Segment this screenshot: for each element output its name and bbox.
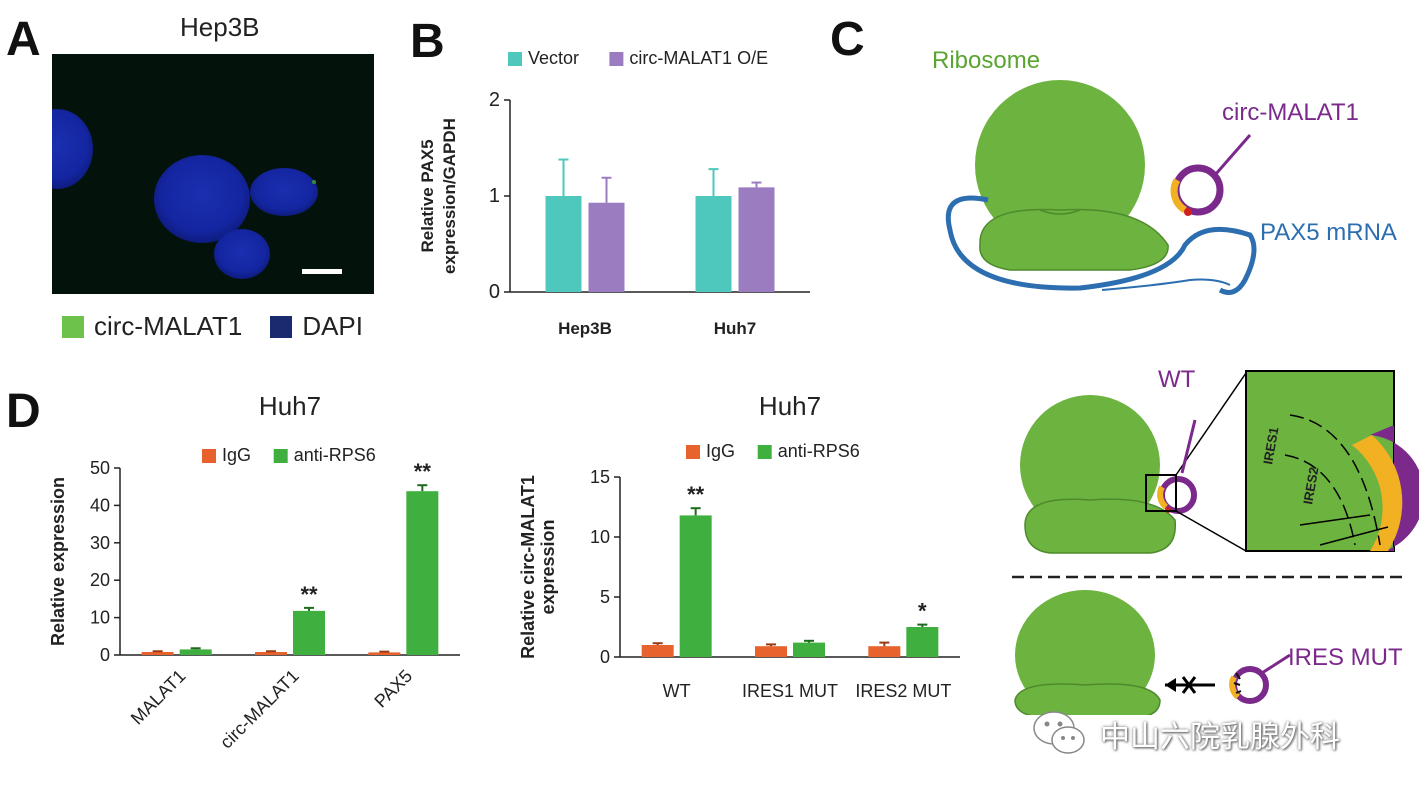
- bar: [868, 646, 901, 657]
- legend-label: IgG: [706, 441, 735, 461]
- pax5-mrna-label: PAX5 mRNA: [1260, 219, 1397, 246]
- bar: [141, 652, 174, 655]
- pax5-mrna: [945, 195, 1257, 295]
- legend-swatch: [609, 52, 624, 66]
- y-tick-label: 10: [90, 608, 110, 628]
- ires1-label: IRES1: [1260, 426, 1281, 466]
- legend-label: circ-MALAT1 O/E: [629, 48, 768, 68]
- legend-label-dapi: DAPI: [302, 311, 363, 341]
- bar: [679, 515, 712, 657]
- panel-label-c: C: [830, 13, 865, 66]
- ribosome-label: Ribosome: [932, 47, 1040, 74]
- panel-label-a: A: [6, 13, 41, 66]
- x-tick-label: MALAT1: [127, 666, 190, 729]
- legend-label-circ: circ-MALAT1: [94, 311, 243, 341]
- chart-title: Huh7: [759, 391, 821, 421]
- ribosome-large-subunit: [975, 80, 1145, 250]
- bar: [368, 652, 401, 655]
- bar: [179, 649, 212, 655]
- bar: [738, 187, 775, 292]
- bar: [695, 196, 732, 292]
- bar: [793, 642, 825, 657]
- y-tick-label: 0: [100, 645, 110, 665]
- x-tick-label: circ-MALAT1: [216, 666, 303, 753]
- scale-bar: [302, 269, 342, 274]
- zoom-box: [1145, 474, 1177, 512]
- x-tick-label: Huh7: [714, 319, 757, 338]
- circ-malat1-label: circ-MALAT1: [1222, 99, 1359, 126]
- circ-malat1-ring: [1159, 476, 1197, 514]
- y-tick-label: 2: [489, 89, 500, 111]
- y-tick-label: 50: [90, 458, 110, 478]
- nucleus: [52, 109, 93, 189]
- y-tick-label: 10: [590, 527, 610, 547]
- bar: [588, 202, 625, 292]
- watermark-text: 中山六院乳腺外科: [1100, 720, 1340, 755]
- legend-swatch: [686, 445, 700, 459]
- y-axis-label: expression/GAPDH: [440, 118, 459, 274]
- ribosome-small-subunit: [1024, 498, 1177, 554]
- legend-label: IgG: [222, 445, 251, 465]
- significance-label: **: [300, 582, 318, 607]
- y-tick-label: 20: [90, 570, 110, 590]
- bar: [755, 646, 787, 657]
- x-tick-label: WT: [663, 681, 691, 701]
- legend-swatch-dapi: [270, 315, 293, 338]
- y-tick-label: 5: [600, 587, 610, 607]
- legend-label: anti-RPS6: [294, 445, 376, 465]
- significance-label: **: [414, 459, 432, 484]
- chart-title: Huh7: [259, 391, 321, 421]
- y-tick-label: 30: [90, 533, 110, 553]
- bar: [293, 610, 325, 655]
- ribosome-small-subunit: [979, 208, 1169, 271]
- legend-swatch: [757, 445, 772, 459]
- wechat-icon: [1033, 711, 1085, 754]
- x-tick-label: Hep3B: [558, 319, 612, 338]
- legend-swatch-circ: [62, 315, 84, 338]
- ires-segment: [1170, 178, 1187, 214]
- nucleus: [250, 168, 318, 216]
- nucleus: [154, 155, 250, 243]
- y-axis-label: Relative circ-MALAT1: [518, 475, 538, 659]
- legend-label: Vector: [528, 48, 579, 68]
- ribosome-diagram: Ribosome circ-MALAT1 PAX5 mRNA: [932, 47, 1397, 295]
- significance-label: *: [918, 599, 927, 624]
- wechat-watermark: 中山六院乳腺外科: [1030, 708, 1340, 760]
- bar: [545, 196, 582, 292]
- legend-swatch: [273, 449, 288, 463]
- x-tick-label: PAX5: [370, 666, 416, 712]
- bar: [406, 491, 439, 655]
- y-tick-label: 1: [489, 185, 500, 207]
- x-tick-label: IRES2 MUT: [855, 681, 951, 701]
- significance-label: **: [687, 482, 705, 507]
- y-axis-label: expression: [538, 519, 558, 614]
- y-tick-label: 15: [590, 467, 610, 487]
- legend-swatch: [508, 52, 522, 66]
- legend-swatch: [202, 449, 216, 463]
- legend-label: anti-RPS6: [778, 441, 860, 461]
- microscopy-image: [52, 54, 374, 294]
- wt-label: WT: [1158, 366, 1196, 393]
- nucleus: [214, 229, 270, 279]
- bar: [641, 645, 674, 657]
- panel-a-title: Hep3B: [180, 12, 260, 42]
- panel-label-d: D: [6, 385, 41, 438]
- y-tick-label: 0: [489, 281, 500, 303]
- x-tick-label: IRES1 MUT: [742, 681, 838, 701]
- y-tick-label: 40: [90, 495, 110, 515]
- y-axis-label: Relative PAX5: [418, 139, 437, 252]
- zoom-inset: IRES1 IRES2: [1245, 370, 1419, 552]
- y-axis-label: Relative expression: [48, 477, 68, 646]
- panel-label-b: B: [410, 15, 445, 68]
- ires2-label: IRES2: [1300, 466, 1321, 506]
- bar: [906, 627, 939, 657]
- y-tick-label: 0: [600, 647, 610, 667]
- bar: [255, 652, 287, 655]
- ires-mut-label: IRES MUT: [1288, 644, 1403, 671]
- ires-comparison-diagram: WT IRES1 IRES2 IRES MUT: [1012, 366, 1419, 715]
